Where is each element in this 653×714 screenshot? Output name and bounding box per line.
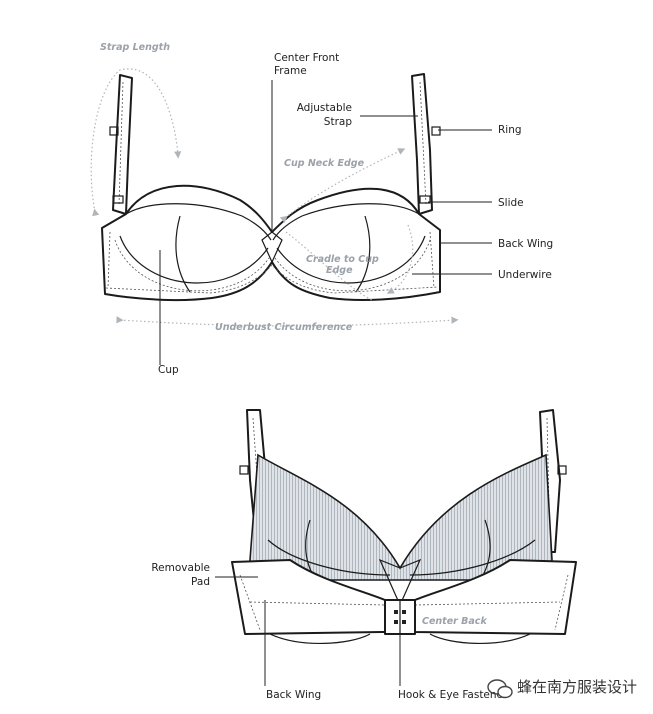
label-removable-pad-2: Pad xyxy=(191,576,210,588)
callout-lines-top xyxy=(159,80,492,365)
label-underwire: Underwire xyxy=(498,269,552,281)
front-view-drawing xyxy=(101,73,441,302)
label-slide: Slide xyxy=(498,197,524,209)
label-strap-length: Strap Length xyxy=(100,42,170,53)
label-adjustable-2: Strap xyxy=(324,116,353,128)
watermark-text: 蜂在南方服装设计 xyxy=(517,678,637,696)
measurement-guides xyxy=(90,68,459,327)
label-center-front-1: Center Front xyxy=(274,52,339,64)
label-center-front-2: Frame xyxy=(274,65,307,77)
label-cradle-1: Cradle to Cup xyxy=(306,254,379,265)
label-adjustable-1: Adjustable xyxy=(297,102,352,114)
callout-lines-bottom xyxy=(215,576,401,686)
label-hook-eye: Hook & Eye Fastener xyxy=(398,689,508,701)
label-back-wing-bottom: Back Wing xyxy=(266,689,321,701)
wechat-icon xyxy=(487,679,513,699)
label-underbust: Underbust Circumference xyxy=(215,322,353,333)
label-cradle-2: Edge xyxy=(326,265,353,276)
label-cup: Cup xyxy=(158,364,179,376)
inside-view-drawing xyxy=(231,409,577,644)
label-cup-neck-edge: Cup Neck Edge xyxy=(284,158,365,169)
watermark: 蜂在南方服装设计 xyxy=(487,678,637,699)
label-removable-pad-1: Removable xyxy=(151,562,210,574)
label-ring: Ring xyxy=(498,124,522,136)
label-back-wing-top: Back Wing xyxy=(498,238,553,250)
label-center-back: Center Back xyxy=(422,616,487,627)
